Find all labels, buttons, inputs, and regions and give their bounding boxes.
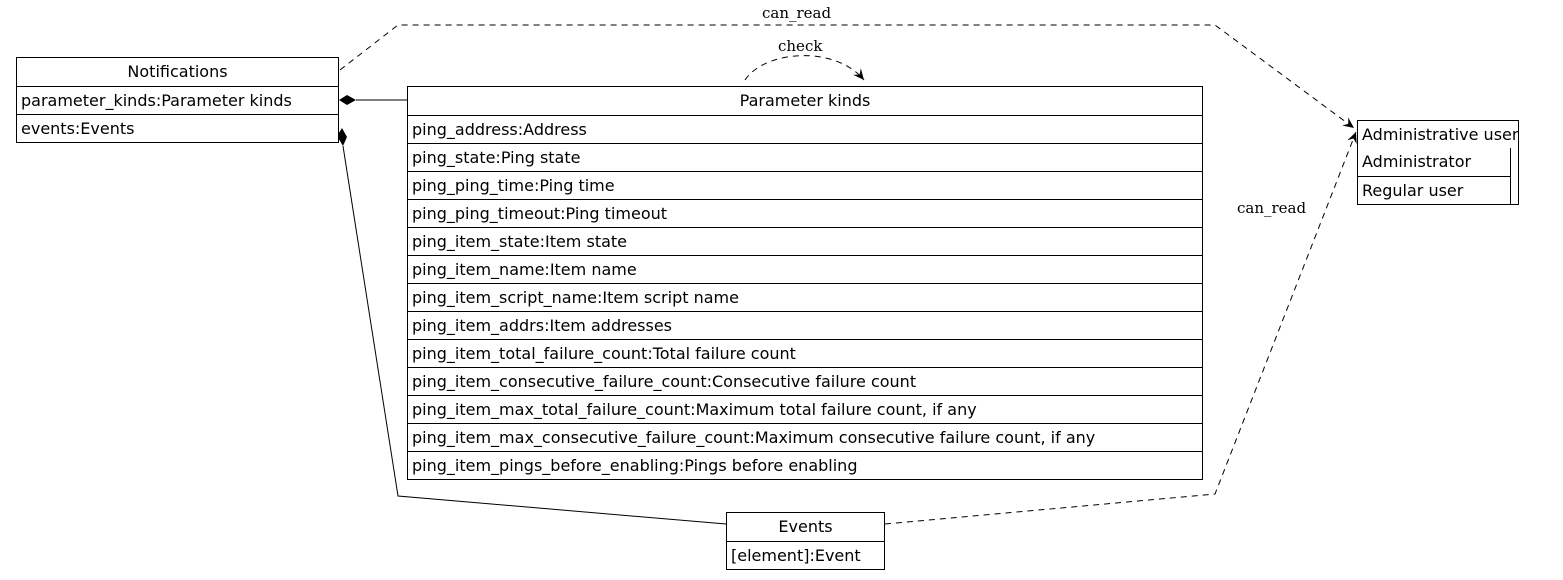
parameter-kinds-row: ping_item_state:Item state [408,227,1202,255]
notifications-row-parameter-kinds: parameter_kinds:Parameter kinds [17,86,338,114]
parameter-kinds-row: ping_item_max_consecutive_failure_count:… [408,423,1202,451]
administrative-user-title: Administrative user [1362,125,1519,144]
parameter-kinds-row: ping_item_total_failure_count:Total fail… [408,339,1202,367]
edge-can-read-events [884,131,1357,525]
parameter-kinds-class-box[interactable]: Parameter kinds ping_address:Address pin… [407,86,1203,480]
notifications-row-events: events:Events [17,114,338,142]
parameter-kinds-row: ping_item_addrs:Item addresses [408,311,1202,339]
parameter-kinds-row: ping_item_consecutive_failure_count:Cons… [408,367,1202,395]
parameter-kinds-row: ping_ping_timeout:Ping timeout [408,199,1202,227]
administrative-user-subtype-administrator: Administrator [1358,148,1511,176]
parameter-kinds-row: ping_state:Ping state [408,143,1202,171]
administrative-user-subtype-regular-user: Regular user [1358,176,1511,204]
administrative-user-class-box[interactable]: Administrative user [1357,120,1519,149]
parameter-kinds-row: ping_ping_time:Ping time [408,171,1202,199]
notifications-title: Notifications [127,62,228,81]
edge-events-composition [342,145,727,525]
parameter-kinds-row: ping_item_script_name:Item script name [408,283,1202,311]
edge-label-check: check [778,37,823,55]
composition-diamond-events [337,128,347,146]
notifications-class-box[interactable]: Notifications parameter_kinds:Parameter … [16,57,339,143]
edge-label-can-read-bottom: can_read [1237,199,1307,217]
parameter-kinds-row: ping_address:Address [408,115,1202,143]
edge-check-self-loop [744,55,865,81]
composition-diamond-parameter-kinds [339,95,356,105]
parameter-kinds-row: ping_item_max_total_failure_count:Maximu… [408,395,1202,423]
edge-label-can-read-top: can_read [762,4,832,22]
parameter-kinds-row: ping_item_name:Item name [408,255,1202,283]
parameter-kinds-row: ping_item_pings_before_enabling:Pings be… [408,451,1202,479]
administrative-user-subtypes-box[interactable]: Administrator Regular user [1357,148,1519,205]
events-class-box[interactable]: Events [element]:Event [726,512,885,570]
events-row-element: [element]:Event [727,541,884,569]
parameter-kinds-title: Parameter kinds [739,91,871,110]
events-title: Events [778,517,833,536]
edge-can-read-notifications [339,24,1355,129]
